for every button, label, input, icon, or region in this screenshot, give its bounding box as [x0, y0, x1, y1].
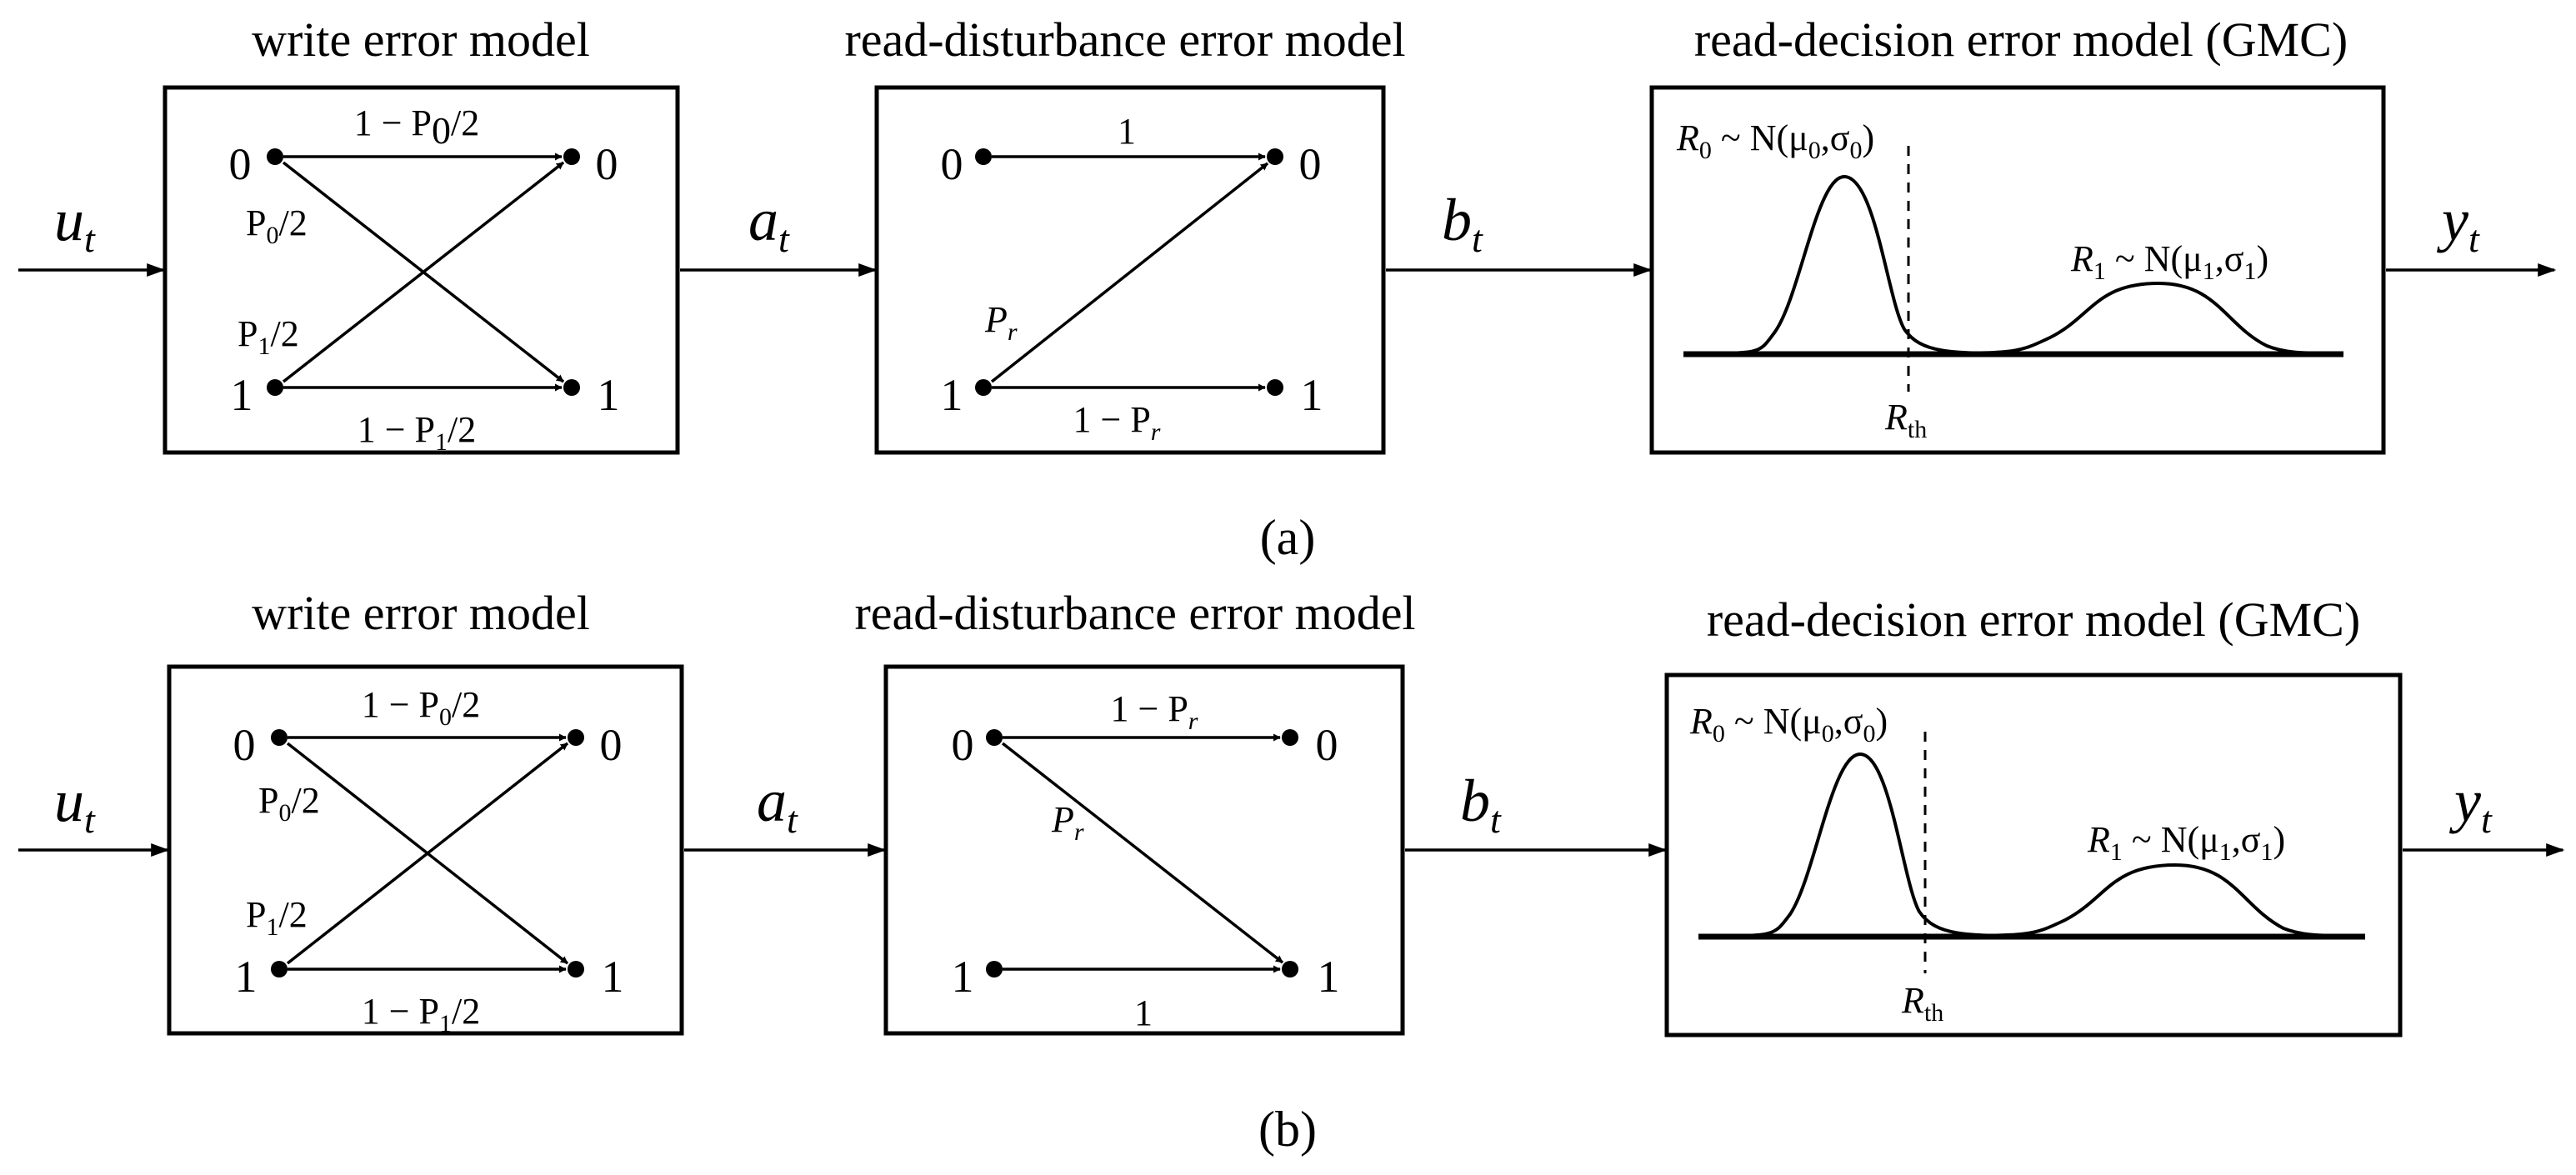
write-prob-bottom: 1 − P1/2: [362, 991, 481, 1038]
rd-input-node-0: [975, 148, 992, 165]
rd-edge-1-0: [990, 162, 1269, 383]
write-output-label-1: 1: [598, 370, 620, 420]
read-disturbance-model-title: read-disturbance error model: [844, 12, 1405, 67]
r1-distribution-label: R1 ~ N(μ1,σ1): [2070, 238, 2268, 285]
rd-output-label-1: 1: [1318, 952, 1340, 1002]
r0-distribution-curve: [1706, 752, 2033, 938]
read-disturbance-model-title: read-disturbance error model: [854, 586, 1415, 640]
read-decision-model-title: read-decision error model (GMC): [1694, 12, 2348, 67]
signal-a-label: at: [757, 768, 798, 841]
r1-distribution-label: R1 ~ N(μ1,σ1): [2087, 819, 2285, 866]
signal-u-label: ut: [54, 768, 96, 841]
rd-output-label-0: 0: [1299, 139, 1322, 189]
write-model-title: write error model: [252, 12, 590, 67]
write-output-node-0: [563, 148, 580, 165]
signal-y-label: yt: [2436, 187, 2480, 260]
rd-input-label-0: 0: [952, 720, 974, 770]
rd-output-node-1: [1282, 961, 1298, 978]
write-input-node-0: [267, 148, 283, 165]
signal-y-label: yt: [2448, 768, 2493, 841]
rd-output-node-0: [1282, 729, 1298, 746]
r0-distribution-label: R0 ~ N(μ0,σ0): [1689, 701, 1888, 748]
write-prob-cross-0: P0/2: [258, 780, 320, 827]
threshold-label: Rth: [1901, 980, 1943, 1027]
read-disturbance-graph: 0 1 0 1 1 Pr 1 − Pr: [941, 111, 1323, 446]
signal-a-label: at: [748, 187, 790, 260]
write-prob-top: 1 − P0/2: [362, 684, 481, 731]
signal-u-label: ut: [54, 187, 96, 260]
rd-edge-0-1: [1001, 742, 1284, 964]
rd-prob-bottom: 1 − Pr: [1073, 399, 1161, 446]
read-decision-graph: R0 ~ N(μ0,σ0) R1 ~ N(μ1,σ1) Rth: [1676, 118, 2343, 443]
signal-b-label: bt: [1460, 768, 1502, 841]
write-edge-1-0: [282, 161, 565, 383]
write-model-graph: 0 1 0 1 1 − P0/2 1 − P1/2 P0/2 P1/2: [233, 684, 624, 1038]
write-input-node-1: [267, 379, 283, 396]
rd-input-node-0: [986, 729, 1003, 746]
write-input-node-1: [271, 961, 288, 978]
write-edge-1-0: [286, 742, 569, 965]
rd-input-node-1: [975, 379, 992, 396]
rd-prob-diag: Pr: [1051, 799, 1084, 846]
panel-a: write error model read-disturbance error…: [18, 12, 2557, 565]
rd-output-node-0: [1267, 148, 1283, 165]
r0-distribution-label: R0 ~ N(μ0,σ0): [1676, 118, 1874, 164]
write-input-label-1: 1: [231, 370, 253, 420]
r0-distribution-curve: [1691, 174, 2018, 356]
write-input-label-0: 0: [233, 720, 256, 770]
write-output-label-0: 0: [596, 139, 618, 189]
rd-input-node-1: [986, 961, 1003, 978]
rd-input-label-1: 1: [952, 952, 974, 1002]
panel-b-caption: (b): [1258, 1102, 1317, 1157]
r1-distribution-curve: [1931, 862, 2351, 938]
write-output-node-1: [563, 379, 580, 396]
write-model-graph: 0 1 0 1 1 − P0/2 1 − P1/2 P0/2 P1/2: [229, 102, 620, 456]
write-input-label-0: 0: [229, 139, 252, 189]
rd-input-label-0: 0: [941, 139, 963, 189]
write-output-label-1: 1: [602, 952, 624, 1002]
threshold-label: Rth: [1884, 397, 1927, 443]
rd-prob-top: 1 − Pr: [1111, 688, 1198, 735]
write-prob-cross-0: P0/2: [246, 202, 308, 249]
read-disturbance-graph: 0 1 0 1 1 − Pr Pr 1: [952, 688, 1340, 1033]
write-prob-bottom: 1 − P1/2: [358, 409, 477, 456]
write-input-label-1: 1: [235, 952, 258, 1002]
write-output-node-1: [568, 961, 584, 978]
read-decision-graph: R0 ~ N(μ0,σ0) R1 ~ N(μ1,σ1) Rth: [1689, 701, 2365, 1027]
write-prob-top: 1 − P0/2: [354, 102, 480, 152]
rd-prob-top: 1: [1118, 111, 1136, 152]
panel-b: write error model read-disturbance error…: [18, 586, 2565, 1157]
signal-b-label: bt: [1442, 187, 1483, 260]
write-input-node-0: [271, 729, 288, 746]
rd-output-node-1: [1267, 379, 1283, 396]
rd-prob-diag: Pr: [984, 299, 1018, 346]
write-prob-cross-1: P1/2: [238, 313, 299, 360]
rd-output-label-0: 0: [1316, 720, 1338, 770]
write-output-node-0: [568, 729, 584, 746]
write-model-title: write error model: [252, 586, 590, 640]
write-prob-cross-1: P1/2: [246, 894, 308, 941]
rd-prob-bottom: 1: [1134, 992, 1153, 1033]
rd-input-label-1: 1: [941, 370, 963, 420]
rd-output-label-1: 1: [1301, 370, 1323, 420]
write-output-label-0: 0: [600, 720, 623, 770]
r1-distribution-curve: [1916, 281, 2334, 355]
panel-a-caption: (a): [1260, 510, 1316, 565]
read-decision-model-title: read-decision error model (GMC): [1707, 592, 2360, 647]
